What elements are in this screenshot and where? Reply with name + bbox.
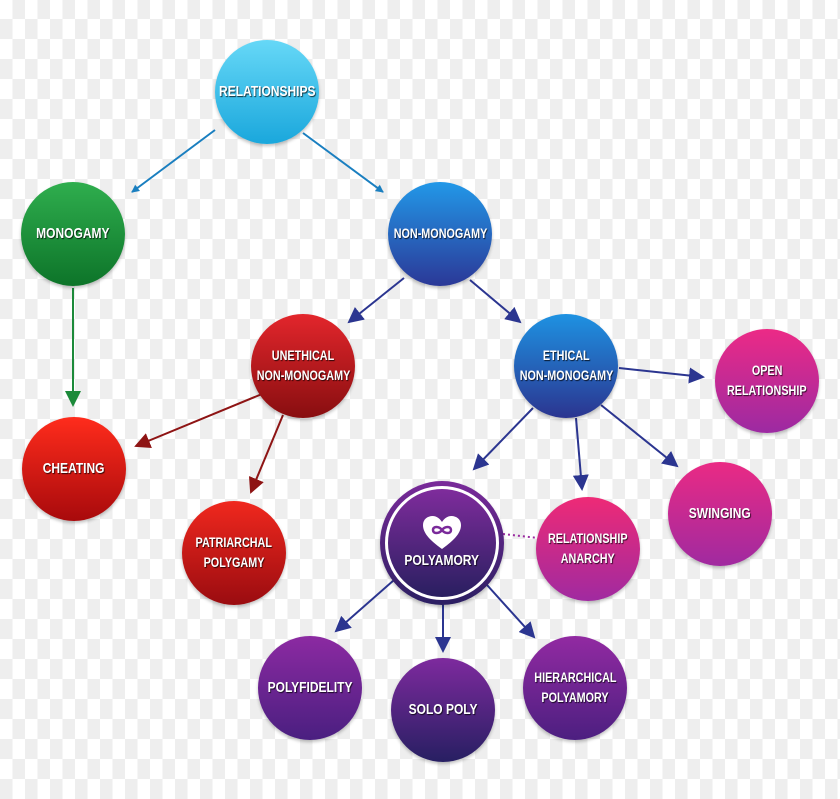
node-label: NON-MONOGAMY: [256, 368, 350, 383]
node-label: SOLO POLY: [408, 701, 478, 718]
node-patriarchal-polygamy: PATRIARCHAL POLYGAMY: [182, 501, 286, 605]
node-ethical-non-monogamy: ETHICAL NON-MONOGAMY: [514, 314, 618, 418]
node-relationships: RELATIONSHIPS: [215, 40, 319, 144]
edge-unethical-patriarchal: [248, 414, 284, 494]
node-hierarchical-polyamory: HIERARCHICAL POLYAMORY: [523, 636, 627, 740]
node-label: RELATIONSHIP: [727, 383, 807, 398]
node-label: NON-MONOGAMY: [519, 368, 613, 383]
node-label: POLYAMORY: [404, 552, 480, 569]
edge-polyamory-anarchy-dotted: [502, 533, 539, 539]
edge-ethical-polyamory: [472, 407, 534, 471]
edge-polyamory-hierarchical: [477, 574, 536, 639]
node-non-monogamy: NON-MONOGAMY: [388, 182, 492, 286]
node-relationship-anarchy: RELATIONSHIP ANARCHY: [536, 497, 640, 601]
edge-non-monogamy-ethical: [469, 279, 522, 324]
node-unethical-non-monogamy: UNETHICAL NON-MONOGAMY: [251, 314, 355, 418]
edge-ethical-open: [618, 367, 705, 384]
node-label: NON-MONOGAMY: [393, 226, 487, 241]
node-polyfidelity: POLYFIDELITY: [258, 636, 362, 740]
edge-non-monogamy-unethical: [347, 277, 405, 324]
edge-ethical-swinging: [600, 404, 679, 468]
node-label: ETHICAL: [542, 348, 590, 363]
node-label: ANARCHY: [561, 551, 615, 566]
node-label: OPEN: [751, 363, 783, 378]
node-polyamory: POLYAMORY: [380, 481, 504, 605]
node-monogamy: MONOGAMY: [21, 182, 125, 286]
node-swinging: SWINGING: [668, 462, 772, 566]
node-polyamory-inner: POLYAMORY: [385, 486, 499, 600]
node-solo-poly: SOLO POLY: [391, 658, 495, 762]
node-label: POLYFIDELITY: [267, 679, 353, 696]
edge-ethical-anarchy: [572, 417, 589, 491]
node-label: POLYGAMY: [203, 555, 265, 570]
node-label: RELATIONSHIP: [548, 531, 628, 546]
edge-relationships-non-monogamy: [302, 132, 384, 193]
node-label: SWINGING: [689, 505, 751, 522]
node-label: PATRIARCHAL: [195, 535, 273, 550]
node-cheating: CHEATING: [22, 417, 126, 521]
node-label: POLYAMORY: [541, 690, 609, 705]
node-label: UNETHICAL: [271, 348, 335, 363]
heart-infinity-icon: [423, 516, 461, 549]
node-label: CHEATING: [43, 460, 105, 477]
edge-relationships-monogamy: [131, 129, 216, 193]
node-open-relationship: OPEN RELATIONSHIP: [715, 329, 819, 433]
node-label: MONOGAMY: [36, 225, 110, 242]
edge-unethical-cheating: [134, 393, 263, 449]
node-label: HIERARCHICAL: [533, 670, 617, 685]
edge-polyamory-polyfidelity: [334, 572, 403, 633]
node-label: RELATIONSHIPS: [218, 83, 316, 100]
